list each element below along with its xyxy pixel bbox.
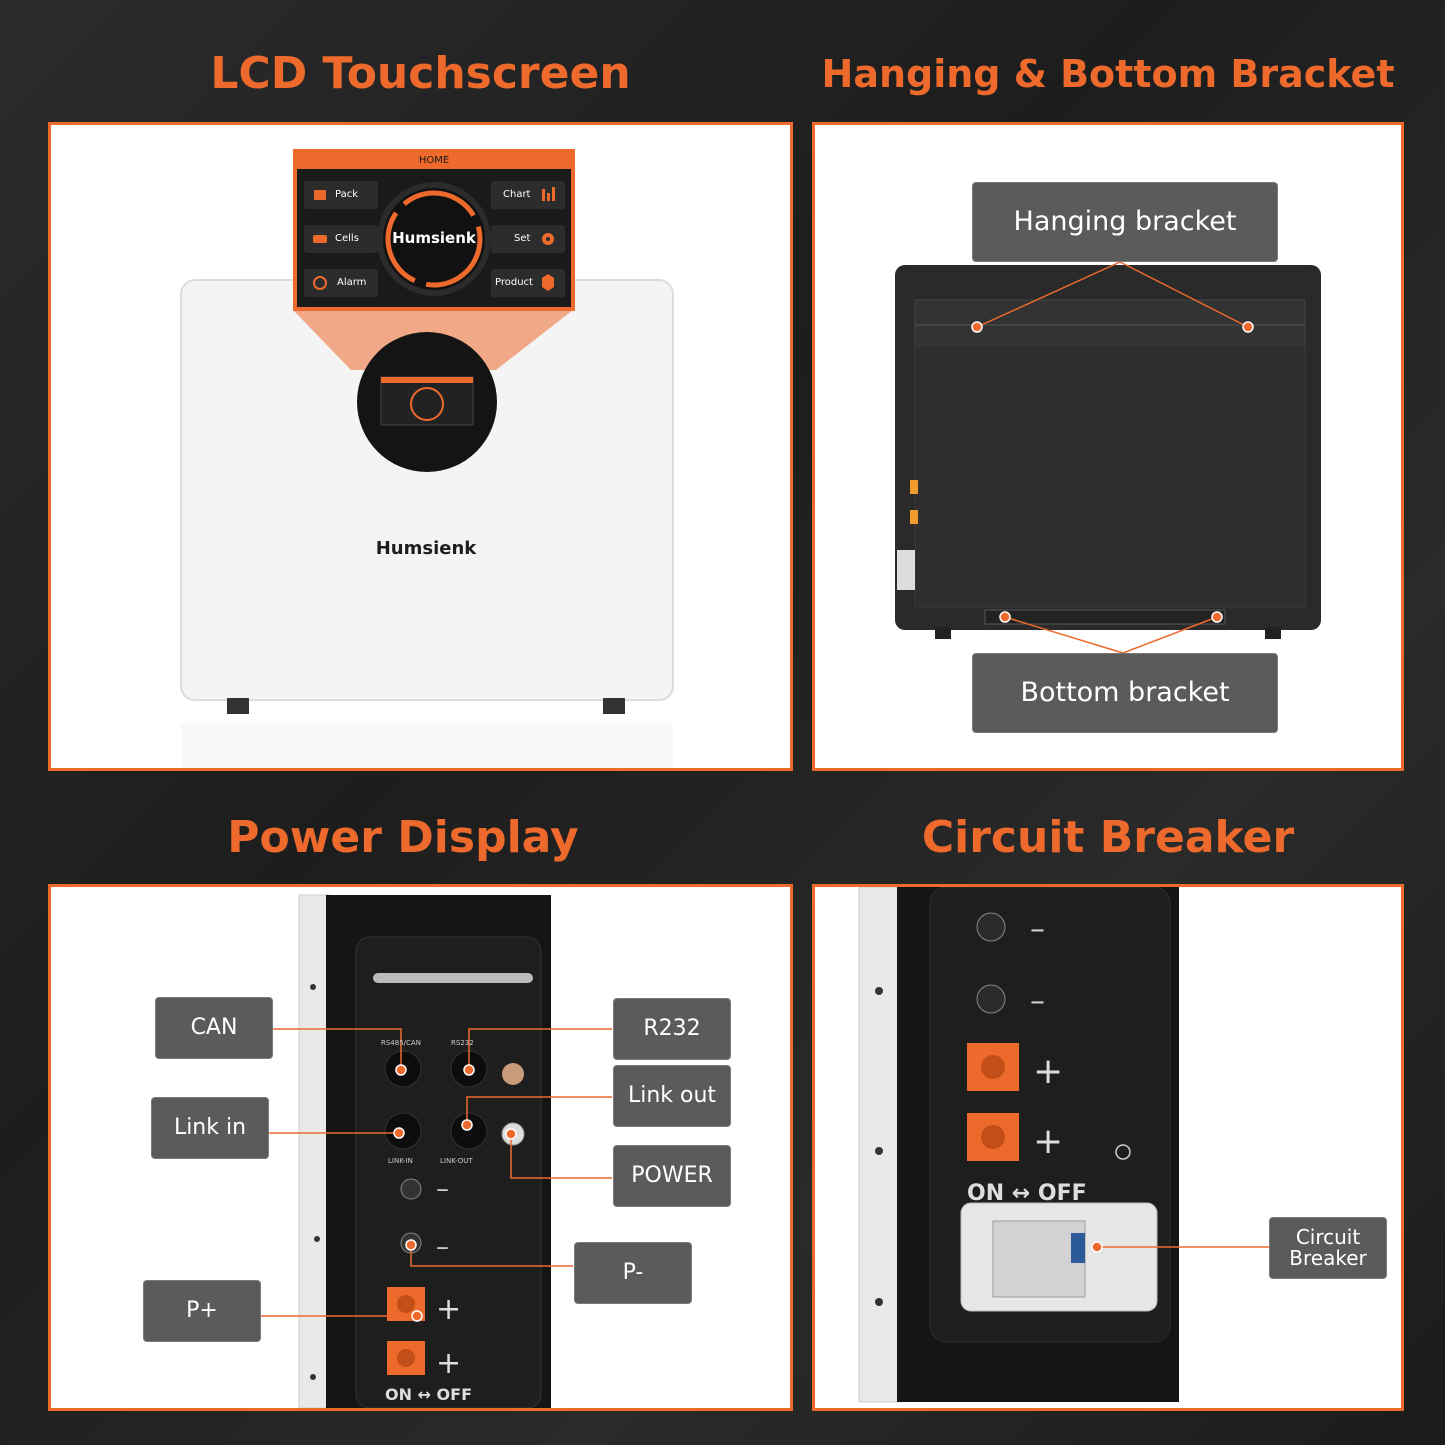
link-in-label: Link in xyxy=(151,1097,269,1159)
bracket-illustration xyxy=(895,261,1321,654)
svg-text:–: – xyxy=(1030,912,1045,947)
port-label-rs232: RS232 xyxy=(451,1039,474,1047)
p-minus-label: P- xyxy=(574,1242,692,1304)
home-ring xyxy=(385,190,483,288)
hanging-bracket-marker-left xyxy=(971,321,983,333)
breaker-switch-text: ON ↔ OFF xyxy=(967,1181,1087,1206)
handle xyxy=(373,973,533,983)
power-switch-text: ON ↔ OFF xyxy=(385,1385,472,1404)
bottom-bracket-marker-right xyxy=(1211,611,1223,623)
lcd-illustration xyxy=(180,149,674,768)
r232-label: R232 xyxy=(613,998,731,1060)
title-power-display: Power Display xyxy=(227,812,579,863)
bracket-panel: Hanging bracket Bottom bracket xyxy=(812,122,1404,771)
device-foot-left xyxy=(227,698,249,714)
power-illustration: – – + + xyxy=(261,894,612,1408)
terminal-orange-1 xyxy=(910,480,918,494)
hanging-bracket-label: Hanging bracket xyxy=(972,182,1278,262)
svg-text:+: + xyxy=(436,1292,461,1327)
menu-cells[interactable]: Cells xyxy=(335,233,359,244)
screen-header-text: HOME xyxy=(418,155,450,166)
bottom-bracket-label: Bottom bracket xyxy=(972,653,1278,733)
can-label: CAN xyxy=(155,997,273,1059)
title-lcd-touchscreen: LCD Touchscreen xyxy=(210,48,631,99)
menu-set[interactable]: Set xyxy=(514,233,531,244)
breaker-marker xyxy=(1091,1241,1103,1253)
menu-alarm[interactable]: Alarm xyxy=(337,277,367,288)
svg-text:–: – xyxy=(436,1174,449,1204)
cells-icon xyxy=(313,235,327,243)
terminal-orange-2 xyxy=(910,510,918,524)
svg-text:+: + xyxy=(1033,1051,1063,1092)
bottom-bracket-marker-left xyxy=(999,611,1011,623)
device-brand-logo: Humsienk xyxy=(375,538,477,559)
pack-icon xyxy=(314,190,326,200)
svg-text:–: – xyxy=(436,1232,449,1262)
power-panel: – – + + RS485/CAN RS232 LINK-IN LINK-OUT… xyxy=(48,884,793,1411)
title-circuit-breaker: Circuit Breaker xyxy=(921,812,1295,863)
title-hanging-bottom-bracket: Hanging & Bottom Bracket xyxy=(821,52,1395,96)
alarm-icon xyxy=(313,276,327,290)
port-label-rs485: RS485/CAN xyxy=(381,1039,421,1047)
svg-text:+: + xyxy=(1033,1121,1063,1162)
chart-icon xyxy=(542,189,545,201)
product-icon xyxy=(542,274,554,291)
p-plus-label: P+ xyxy=(143,1280,261,1342)
power-label: POWER xyxy=(613,1145,731,1207)
screen-brand: Humsienk xyxy=(392,229,476,247)
breaker-panel: – – + + ON ↔ OFF Circuit Breaker xyxy=(812,884,1404,1411)
device-foot-right xyxy=(603,698,625,714)
svg-text:+: + xyxy=(436,1346,461,1381)
hanging-bracket-marker-right xyxy=(1242,321,1254,333)
power-button xyxy=(502,1063,524,1085)
port-label-link-in: LINK-IN xyxy=(388,1157,413,1165)
port-label-link-out: LINK-OUT xyxy=(440,1157,473,1165)
device-reflection xyxy=(181,723,673,768)
breaker-illustration: – – + + xyxy=(858,887,1269,1403)
menu-product[interactable]: Product xyxy=(495,277,533,288)
menu-chart[interactable]: Chart xyxy=(503,189,531,200)
menu-pack[interactable]: Pack xyxy=(335,189,358,200)
lcd-panel: HOME Humsienk Pack Cells Alarm Chart Set… xyxy=(48,122,793,771)
circuit-breaker-label: Circuit Breaker xyxy=(1269,1217,1387,1279)
svg-text:–: – xyxy=(1030,984,1045,1019)
link-out-label: Link out xyxy=(613,1065,731,1127)
